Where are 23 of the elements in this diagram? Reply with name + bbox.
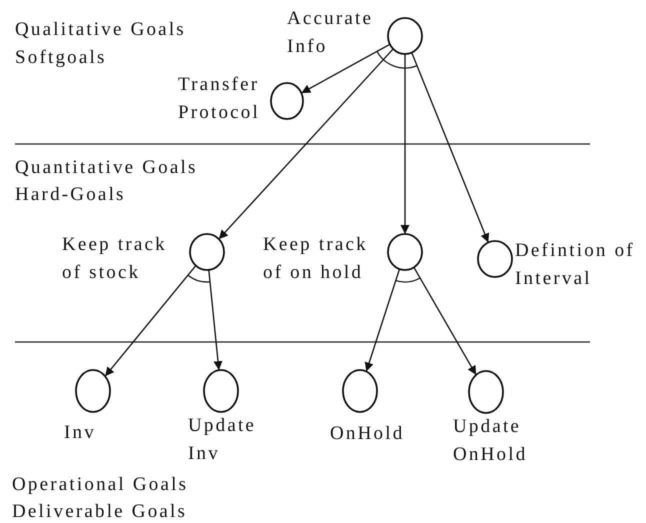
goal-label: Keep track of stock: [62, 233, 168, 285]
arrow: [364, 268, 400, 372]
arrow: [400, 54, 410, 234]
layer-label: Quantitative Goals: [15, 157, 198, 179]
layer-label: Deliverable Goals: [12, 501, 188, 523]
goal-label: Defintion of Interval: [515, 239, 636, 291]
goal-label: Accurate Info: [287, 7, 374, 59]
goal-label: Inv: [64, 421, 97, 445]
arrow: [411, 52, 490, 243]
layer-label: Operational Goals: [12, 474, 188, 496]
arrow: [104, 265, 196, 377]
layer-label: Qualitative Goals: [15, 19, 186, 41]
arrow: [208, 270, 222, 370]
goal-label: Update OnHold: [453, 415, 528, 467]
arrow: [413, 267, 477, 376]
arrow: [218, 48, 394, 240]
arrow: [301, 44, 390, 94]
layer-label: Softgoals: [15, 47, 107, 69]
goal-label: Keep track of on hold: [263, 233, 369, 285]
layer-label: Hard-Goals: [15, 184, 126, 206]
goal-label: Transfer Protocol: [178, 73, 261, 125]
goal-label: Update Inv: [188, 414, 258, 466]
goal-label: OnHold: [330, 422, 406, 446]
